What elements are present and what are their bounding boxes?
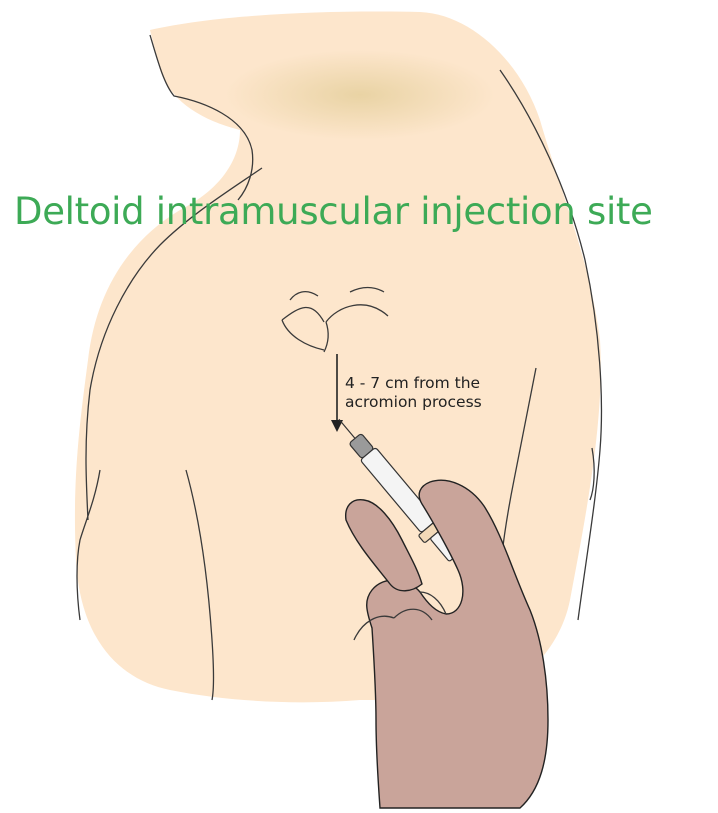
measurement-label-line-1: 4 - 7 cm from the — [345, 374, 482, 393]
measurement-label: 4 - 7 cm from the acromion process — [345, 374, 482, 412]
measurement-label-line-2: acromion process — [345, 393, 482, 412]
neck-shading — [225, 50, 495, 140]
diagram-title: Deltoid intramuscular injection site — [14, 190, 653, 233]
